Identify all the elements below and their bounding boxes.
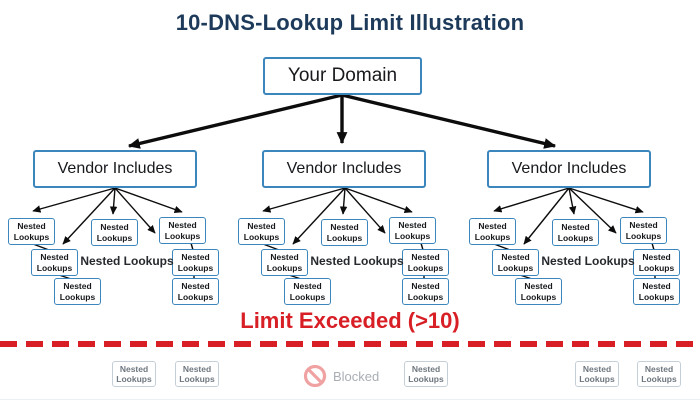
nested-lookups-box: Nested Lookups xyxy=(402,278,449,305)
blocked-nested-lookups-box: Nested Lookups xyxy=(175,361,219,387)
nested-lookups-box: Nested Lookups xyxy=(91,219,138,246)
nested-lookups-box: Nested Lookups xyxy=(238,218,285,245)
nested-lookups-box: Nested Lookups xyxy=(515,278,562,305)
root-arrows xyxy=(127,93,557,149)
nested-lookups-box: Nested Lookups xyxy=(620,217,667,244)
nested-lookups-box: Nested Lookups xyxy=(284,278,331,305)
blocked-indicator: Blocked xyxy=(303,364,379,388)
nested-lookups-box: Nested Lookups xyxy=(172,278,219,305)
vendor-includes-box-1: Vendor Includes xyxy=(33,150,197,188)
nested-lookups-label: Nested Lookups xyxy=(310,254,404,268)
vendor-fan-arrows xyxy=(32,187,644,245)
nested-lookups-box: Nested Lookups xyxy=(172,249,219,276)
nested-lookups-box: Nested Lookups xyxy=(159,217,206,244)
blocked-nested-lookups-box: Nested Lookups xyxy=(404,361,448,387)
bottom-divider xyxy=(0,399,700,400)
nested-lookups-box: Nested Lookups xyxy=(321,219,368,246)
limit-exceeded-label: Limit Exceeded (>10) xyxy=(240,308,460,333)
no-entry-icon xyxy=(303,364,327,388)
blocked-label: Blocked xyxy=(333,368,380,384)
nested-lookups-label: Nested Lookups xyxy=(80,254,174,268)
nested-lookups-box: Nested Lookups xyxy=(552,219,599,246)
vendor-includes-box-2: Vendor Includes xyxy=(262,150,426,188)
blocked-nested-lookups-box: Nested Lookups xyxy=(637,361,681,387)
nested-lookups-label: Nested Lookups xyxy=(541,254,635,268)
nested-lookups-box: Nested Lookups xyxy=(633,249,680,276)
nested-lookups-box: Nested Lookups xyxy=(402,249,449,276)
nested-lookups-box: Nested Lookups xyxy=(8,218,55,245)
nested-lookups-box: Nested Lookups xyxy=(31,249,78,276)
your-domain-box: Your Domain xyxy=(263,57,422,95)
page-title: 10-DNS-Lookup Limit Illustration xyxy=(175,10,525,35)
nested-lookups-box: Nested Lookups xyxy=(469,218,516,245)
nested-lookups-box: Nested Lookups xyxy=(492,249,539,276)
vendor-includes-box-3: Vendor Includes xyxy=(487,150,651,188)
nested-lookups-box: Nested Lookups xyxy=(54,278,101,305)
nested-lookups-box: Nested Lookups xyxy=(261,249,308,276)
blocked-nested-lookups-box: Nested Lookups xyxy=(112,361,156,387)
blocked-nested-lookups-box: Nested Lookups xyxy=(575,361,619,387)
nested-lookups-box: Nested Lookups xyxy=(389,217,436,244)
nested-lookups-box: Nested Lookups xyxy=(633,278,680,305)
